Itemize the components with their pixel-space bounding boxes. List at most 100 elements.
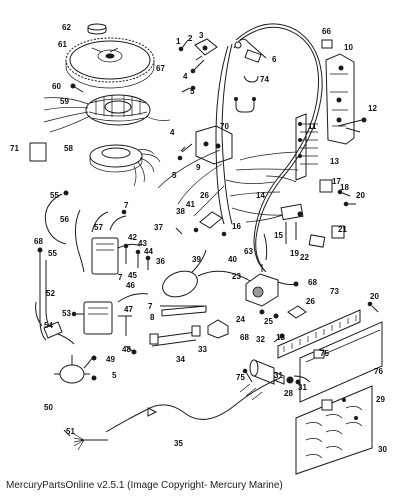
callout[interactable]: 39 [192,255,201,264]
trigger-part [89,144,161,187]
callout[interactable]: 24 [236,315,245,324]
callout[interactable]: 54 [44,321,53,330]
callout[interactable]: 55 [48,249,57,258]
callout[interactable]: 48 [122,345,131,354]
callout[interactable]: 20 [370,292,379,301]
callout[interactable]: 10 [344,43,353,52]
u-bolt-part [234,75,259,113]
callout[interactable]: 57 [94,223,103,232]
callout[interactable]: 18 [276,333,285,342]
callout[interactable]: 29 [376,395,385,404]
callout[interactable]: 21 [338,225,347,234]
callout[interactable]: 75 [236,373,245,382]
callout[interactable]: 63 [244,247,253,256]
callout[interactable]: 50 [44,403,53,412]
callout[interactable]: 17 [332,177,341,186]
callout[interactable]: 36 [156,257,165,266]
callout[interactable]: 22 [300,253,309,262]
callout[interactable]: 5 [172,171,177,180]
callout[interactable]: 20 [356,191,365,200]
callout[interactable]: 59 [60,97,69,106]
switch-box-left-part [43,293,149,345]
line-art [29,23,383,475]
callout[interactable]: 68 [34,237,43,246]
callout[interactable]: 49 [106,355,115,364]
fuse-connector-part [233,38,267,63]
callout[interactable]: 8 [150,313,155,322]
callout[interactable]: 45 [128,271,137,280]
callout[interactable]: 9 [196,163,201,172]
callout[interactable]: 23 [232,272,241,281]
callout[interactable]: 28 [284,389,293,398]
callout[interactable]: 26 [306,297,315,306]
callout[interactable]: 75 [320,349,329,358]
callout[interactable]: 47 [124,305,133,314]
callout[interactable]: 41 [186,200,195,209]
callout[interactable]: 71 [10,144,19,153]
callout[interactable]: 68 [240,333,249,342]
callout[interactable]: 44 [144,247,153,256]
callout[interactable]: 19 [290,249,299,258]
callout[interactable]: 66 [322,27,331,36]
wire-bundle-51-part [63,429,108,451]
callout[interactable]: 35 [174,439,183,448]
callout[interactable]: 11 [308,122,317,131]
callout[interactable]: 70 [220,122,229,131]
callout[interactable]: 58 [64,144,73,153]
screw-60-part [70,83,84,93]
callout[interactable]: 26 [200,191,209,200]
callout[interactable]: 34 [176,355,185,364]
callout[interactable]: 5 [112,371,117,380]
callout[interactable]: 68 [308,278,317,287]
switch-box-part [177,125,233,165]
flywheel-part [65,37,155,89]
callout[interactable]: 74 [260,75,269,84]
callout[interactable]: 38 [176,207,185,216]
callout[interactable]: 7 [118,273,123,282]
callout[interactable]: 51 [66,427,75,436]
ignition-coil-part [44,190,141,275]
callout[interactable]: 56 [60,215,69,224]
callout[interactable]: 1 [176,37,181,46]
callout[interactable]: 67 [156,64,165,73]
callout[interactable]: 30 [378,445,387,454]
callout[interactable]: 53 [62,309,71,318]
callout[interactable]: 31 [298,383,307,392]
cap-62-part [87,23,107,35]
callout[interactable]: 25 [264,317,273,326]
callout[interactable]: 2 [188,34,193,43]
copyright-credit: MercuryPartsOnline v2.5.1 (Image Copyrig… [6,480,283,491]
callout[interactable]: 4 [183,72,188,81]
callout[interactable]: 16 [232,222,241,231]
clip-33-part [207,319,229,339]
callout[interactable]: 33 [198,345,207,354]
callout[interactable]: 76 [374,367,383,376]
rectifier-part [178,38,218,93]
wire-harness-part [157,23,323,273]
callout[interactable]: 5 [190,87,195,96]
conduit-part [105,377,281,433]
callout[interactable]: 73 [330,287,339,296]
callout[interactable]: 43 [138,239,147,248]
callout[interactable]: 13 [330,157,339,166]
callout[interactable]: 52 [46,289,55,298]
callout[interactable]: 7 [124,201,129,210]
callout[interactable]: 7 [148,302,153,311]
callout[interactable]: 61 [58,40,67,49]
callout[interactable]: 12 [368,104,377,113]
callout[interactable]: 40 [228,255,237,264]
callout[interactable]: 42 [128,233,137,242]
callout[interactable]: 55 [50,191,59,200]
callout[interactable]: 37 [154,223,163,232]
callout[interactable]: 31 [274,371,283,380]
callout[interactable]: 15 [274,231,283,240]
callout[interactable]: 32 [256,335,265,344]
callout[interactable]: 46 [126,281,135,290]
callout[interactable]: 14 [256,191,265,200]
callout[interactable]: 18 [340,183,349,192]
callout[interactable]: 6 [272,55,277,64]
callout[interactable]: 62 [62,23,71,32]
callout[interactable]: 60 [52,82,61,91]
callout[interactable]: 4 [170,128,175,137]
callout[interactable]: 3 [199,31,204,40]
